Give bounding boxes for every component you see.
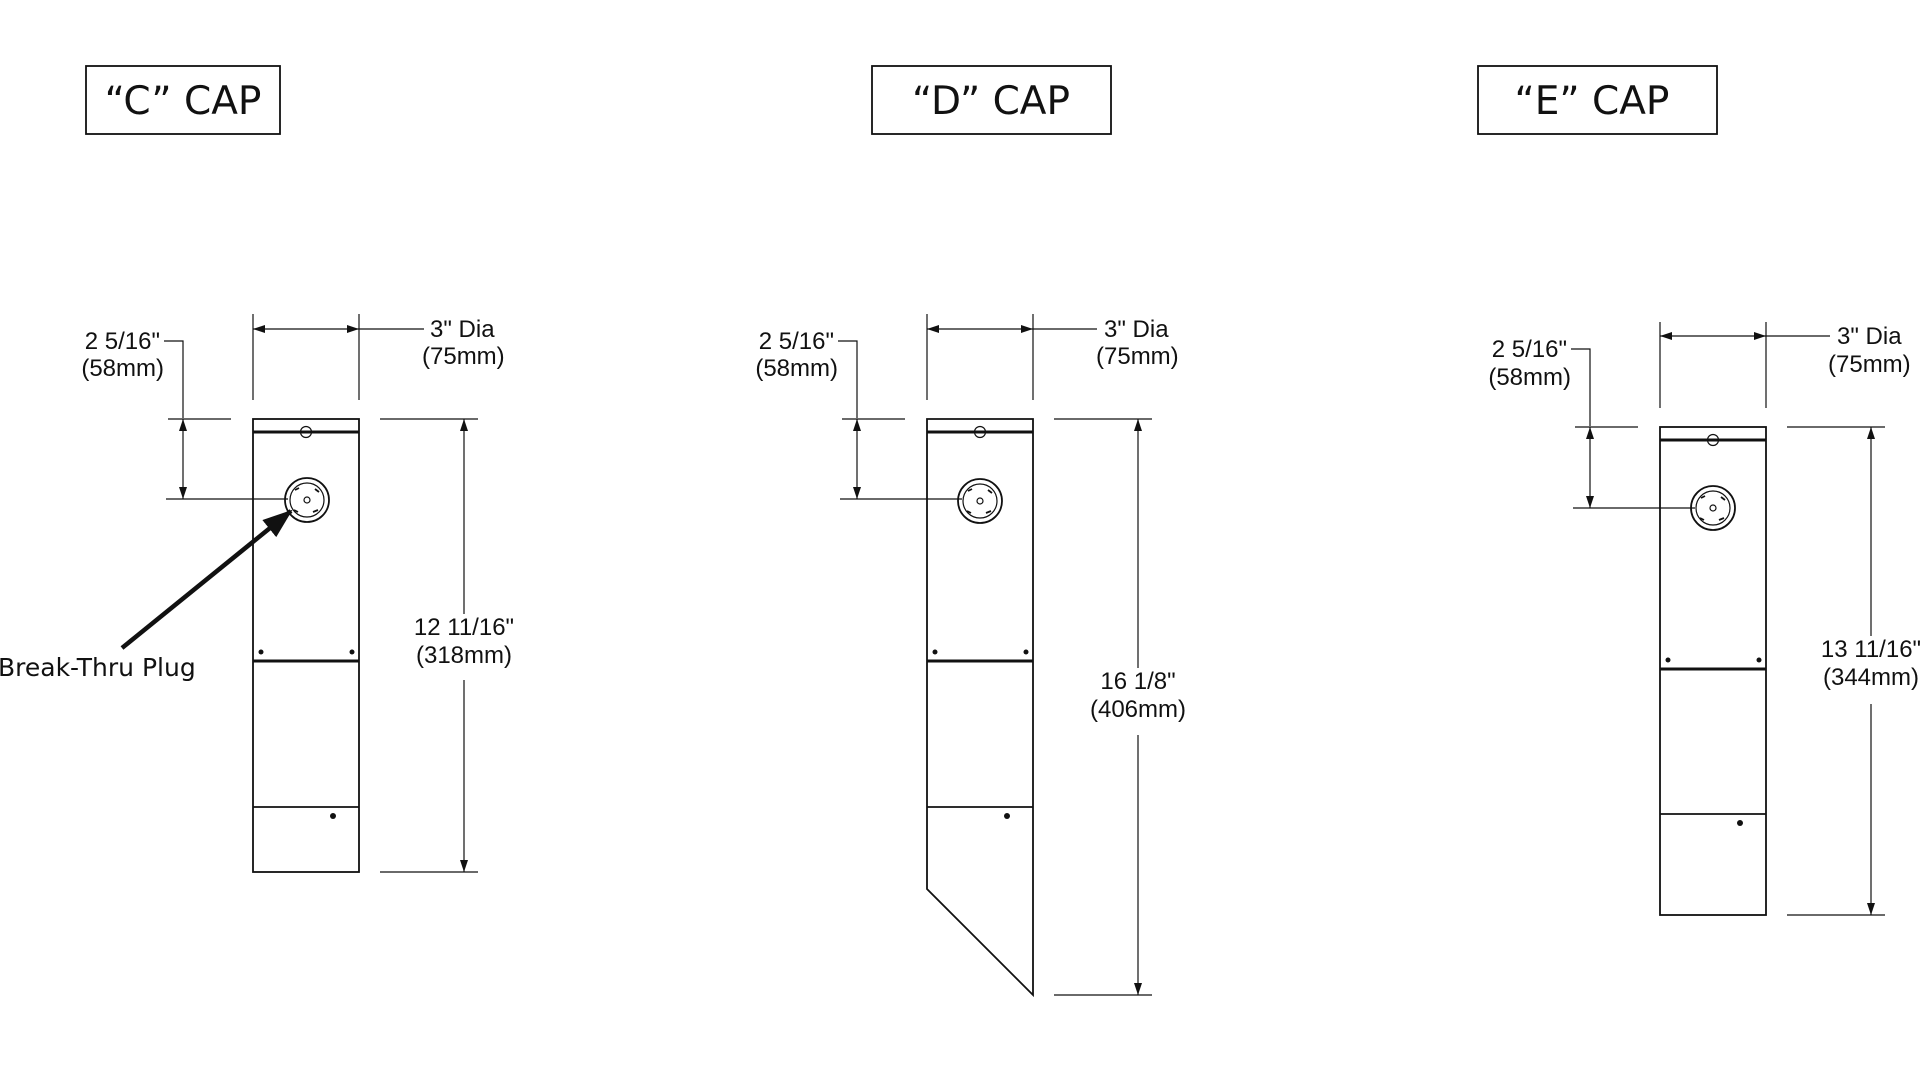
e-height-in: 13 11/16" (1821, 636, 1920, 663)
d-dia-in: 3" Dia (1104, 316, 1169, 343)
e-dia-in: 3" Dia (1837, 323, 1902, 350)
c-offset-mm: (58mm) (81, 355, 164, 382)
break-thru-plug-label: Break-Thru Plug (0, 653, 196, 682)
c-height-in: 12 11/16" (414, 614, 514, 641)
d-offset-mm: (58mm) (755, 355, 838, 382)
d-offset-in: 2 5/16" (759, 328, 834, 355)
d-cap-body (926, 418, 1034, 998)
d-bubbler (957, 478, 1003, 524)
c-offset-in: 2 5/16" (85, 328, 160, 355)
e-dia-mm: (75mm) (1828, 351, 1911, 378)
d-dia-mm: (75mm) (1096, 343, 1179, 370)
e-cap-body (1659, 426, 1767, 916)
c-cap-body (252, 418, 360, 873)
c-callout-arrow (120, 509, 293, 650)
e-cap-group: “E” CAP 3" Dia (75mm) 2 5/16" (58mm) (1477, 65, 1920, 916)
e-offset-in: 2 5/16" (1492, 336, 1567, 363)
c-cap-group: “C” CAP 3" Dia (75mm) 2 5/16" (58mm) (0, 65, 514, 873)
c-dia-in: 3" Dia (430, 316, 495, 343)
c-cap-title-box (85, 65, 281, 135)
d-height-mm: (406mm) (1090, 696, 1186, 723)
d-cap-group: “D” CAP 3" Dia (75mm) 2 5/16" (58mm) (755, 65, 1186, 998)
c-break-thru-plug (284, 477, 330, 523)
d-cap-title-box (871, 65, 1112, 135)
c-dia-mm: (75mm) (422, 343, 505, 370)
e-height-mm: (344mm) (1823, 664, 1919, 691)
d-cap-title: “D” CAP (912, 79, 1070, 124)
c-cap-title: “C” CAP (105, 79, 262, 124)
c-height-mm: (318mm) (416, 642, 512, 669)
d-height-in: 16 1/8" (1100, 668, 1175, 695)
e-offset-mm: (58mm) (1488, 364, 1571, 391)
e-cap-title: “E” CAP (1515, 79, 1670, 124)
e-cap-title-box (1477, 65, 1718, 135)
e-bubbler (1690, 485, 1736, 531)
